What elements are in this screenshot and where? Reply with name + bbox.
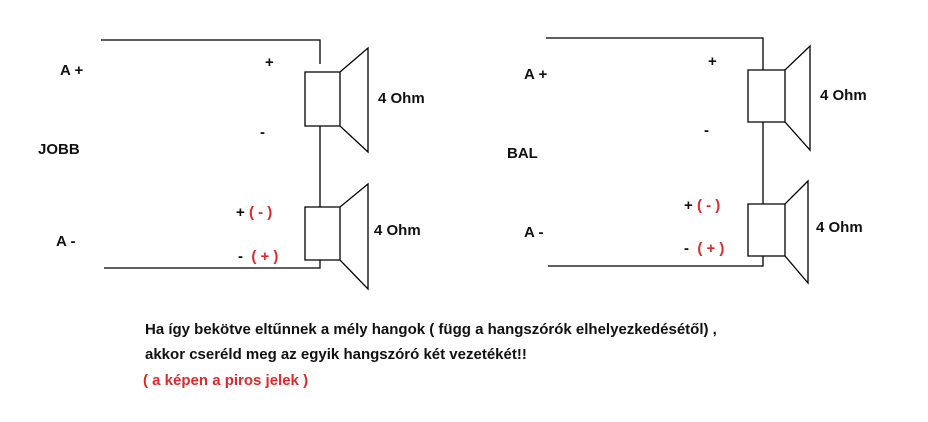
left-bottom-speaker-minus-red: ( + ) [251, 248, 279, 265]
left-bottom-speaker-plus-red: ( - ) [248, 204, 273, 221]
right-bottom-speaker-impedance: 4 Ohm [816, 219, 863, 236]
left-top-speaker [304, 46, 369, 154]
note-line-1: Ha így bekötve eltűnnek a mély hangok ( … [145, 321, 717, 338]
left-top-speaker-plus: + [265, 54, 274, 71]
right-amp-positive-label: A + [524, 66, 548, 83]
left-top-speaker-minus: - [260, 124, 265, 141]
right-bottom-speaker-plus: + ( - ) [684, 197, 721, 214]
note-line-2: akkor cseréld meg az egyik hangszóró két… [145, 346, 527, 363]
right-negative-wire [548, 256, 764, 267]
right-side-label: BAL [507, 145, 538, 162]
right-bottom-speaker-minus-red: ( + ) [697, 240, 725, 257]
left-amp-negative-label: A - [56, 233, 76, 250]
right-bottom-speaker [747, 179, 809, 285]
right-bottom-speaker-plus-red: ( - ) [696, 197, 721, 214]
right-top-speaker-minus: - [704, 122, 709, 139]
left-positive-wire [101, 39, 321, 64]
right-top-speaker [747, 44, 811, 152]
right-bottom-speaker-minus: - ( + ) [684, 240, 725, 257]
left-negative-wire [104, 260, 321, 269]
left-bottom-speaker-impedance: 4 Ohm [374, 222, 421, 239]
left-amp-positive-label: A + [60, 62, 84, 79]
right-top-speaker-plus: + [708, 53, 717, 70]
left-bottom-speaker [304, 182, 369, 291]
left-bottom-speaker-plus: + ( - ) [236, 204, 273, 221]
note-line-3: ( a képen a piros jelek ) [143, 372, 309, 389]
right-positive-wire [546, 37, 764, 70]
right-top-speaker-impedance: 4 Ohm [820, 87, 867, 104]
left-side-label: JOBB [38, 141, 80, 158]
left-top-speaker-impedance: 4 Ohm [378, 90, 425, 107]
left-bottom-speaker-minus: - ( + ) [238, 248, 279, 265]
right-amp-negative-label: A - [524, 224, 544, 241]
